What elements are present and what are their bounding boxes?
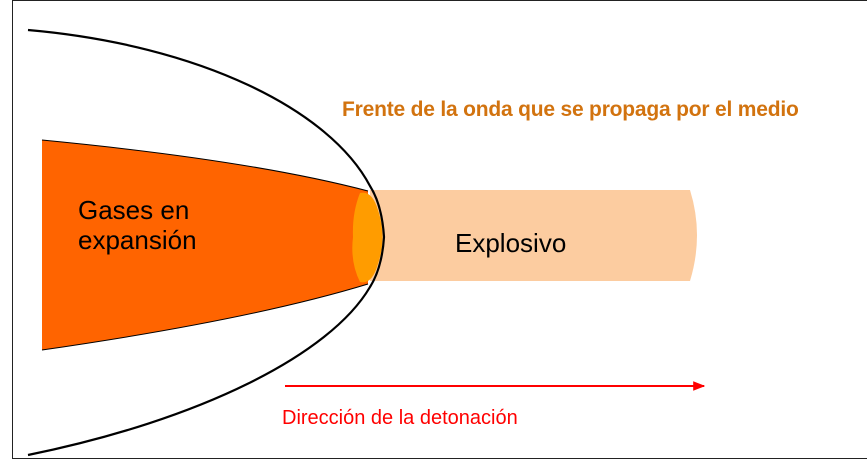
direction-label: Dirección de la detonación [282, 407, 518, 429]
reaction-zone [352, 192, 383, 283]
cone-lower-edge [41, 283, 369, 351]
explosive-label: Explosivo [455, 228, 567, 258]
gases-label: Gases en expansión [78, 195, 197, 256]
cone-upper-edge [41, 139, 369, 192]
gases-label-line2: expansión [78, 224, 197, 255]
gases-label-line1: Gases en [78, 195, 190, 225]
expanding-gases-cone [42, 140, 368, 350]
shock-wave-front [27, 28, 386, 457]
explosive-cylinder [370, 190, 697, 281]
wave-front-label: Frente de la onda que se propaga por el … [342, 98, 799, 121]
